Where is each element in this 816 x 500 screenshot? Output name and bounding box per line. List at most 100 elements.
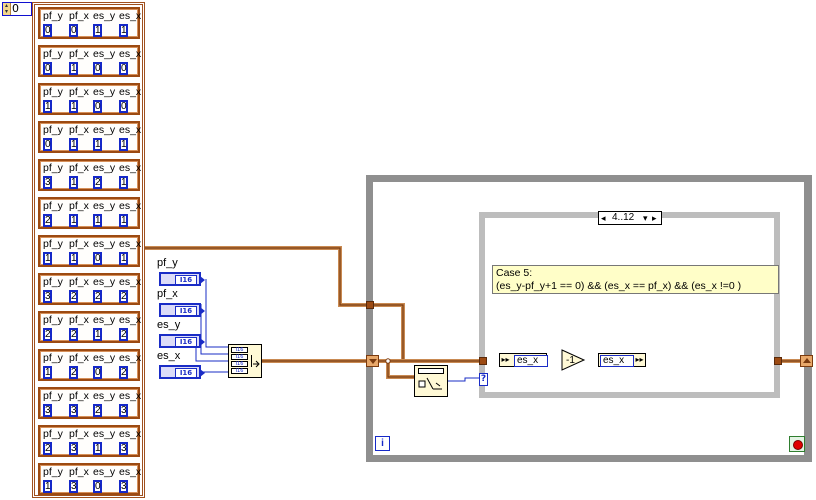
- cluster-numeric-value[interactable]: 2: [69, 290, 78, 303]
- cluster-numeric-value[interactable]: 1: [69, 252, 78, 265]
- cluster-numeric-value[interactable]: 1: [43, 100, 52, 113]
- cluster-field-label: es_x: [119, 314, 142, 326]
- cluster-numeric-value[interactable]: 3: [119, 442, 128, 455]
- cluster-numeric-value[interactable]: 3: [43, 290, 52, 303]
- i16-type-badge: I16: [175, 368, 197, 378]
- cluster-numeric-value[interactable]: 0: [93, 100, 102, 113]
- cluster-numeric-value[interactable]: 2: [43, 328, 52, 341]
- cluster-numeric-value[interactable]: 1: [119, 252, 128, 265]
- cluster-numeric-value[interactable]: 0: [119, 62, 128, 75]
- cluster-numeric-value[interactable]: 1: [119, 24, 128, 37]
- case-input-tunnel[interactable]: [479, 357, 487, 365]
- cluster-numeric-value[interactable]: 0: [43, 62, 52, 75]
- cluster-numeric-value[interactable]: 1: [93, 214, 102, 227]
- cluster-field-label: pf_x: [69, 162, 89, 174]
- cluster-numeric-value[interactable]: 3: [69, 404, 78, 417]
- output-arrow-icon: [200, 276, 205, 284]
- cluster-numeric-value[interactable]: 0: [43, 138, 52, 151]
- cluster-numeric-value[interactable]: 1: [119, 138, 128, 151]
- cluster-field-label: pf_y: [43, 238, 63, 250]
- cluster-numeric-value[interactable]: 1: [93, 442, 102, 455]
- cluster-numeric-value[interactable]: 1: [93, 138, 102, 151]
- cluster-numeric-value[interactable]: 1: [69, 100, 78, 113]
- cluster-numeric-value[interactable]: 0: [69, 24, 78, 37]
- i16-constant[interactable]: I16: [159, 303, 205, 317]
- cluster-numeric-value[interactable]: 1: [69, 214, 78, 227]
- cluster-numeric-value[interactable]: 1: [69, 62, 78, 75]
- i16-constant[interactable]: I16: [159, 272, 205, 286]
- bundle-by-name-node[interactable]: I16 I16 I16 I16: [228, 344, 262, 378]
- select-node[interactable]: [414, 365, 448, 397]
- constant-label: pf_x: [157, 288, 178, 300]
- shift-register-right[interactable]: [800, 355, 813, 367]
- cluster-numeric-value[interactable]: 1: [69, 176, 78, 189]
- cluster-numeric-value[interactable]: 1: [93, 328, 102, 341]
- prev-case-icon[interactable]: ◂: [601, 213, 606, 223]
- constant-label: es_x: [157, 350, 181, 362]
- cluster-numeric-value[interactable]: 3: [69, 442, 78, 455]
- cluster-field-label: pf_y: [43, 428, 63, 440]
- cluster-numeric-value[interactable]: 2: [93, 404, 102, 417]
- arrow-down-icon: [369, 359, 377, 364]
- cluster-numeric-value[interactable]: 0: [93, 480, 102, 493]
- increment-decrement-icon[interactable]: ▴▾: [3, 3, 11, 15]
- unbundle-by-name-node[interactable]: ▸▸ es_x: [499, 353, 548, 367]
- cluster-field-label: es_y: [93, 276, 116, 288]
- shift-register-left[interactable]: [366, 355, 379, 367]
- cluster-numeric-value[interactable]: 0: [43, 24, 52, 37]
- cluster-numeric-value[interactable]: 2: [43, 214, 52, 227]
- cluster-numeric-value[interactable]: 1: [119, 176, 128, 189]
- case-selector-label[interactable]: ◂ 4..12 ▾ ▸: [598, 211, 662, 225]
- cluster-numeric-value[interactable]: 1: [43, 252, 52, 265]
- loop-condition-terminal[interactable]: [789, 436, 805, 452]
- cluster-numeric-value[interactable]: 1: [119, 214, 128, 227]
- cluster-numeric-value[interactable]: 2: [93, 176, 102, 189]
- cluster-numeric-value[interactable]: 1: [93, 24, 102, 37]
- cluster-numeric-value[interactable]: 2: [93, 290, 102, 303]
- cluster-numeric-value[interactable]: 3: [119, 480, 128, 493]
- cluster-numeric-value[interactable]: 1: [43, 480, 52, 493]
- cluster-field-label: pf_y: [43, 48, 63, 60]
- case-output-tunnel[interactable]: [774, 357, 782, 365]
- cluster-numeric-value[interactable]: 2: [43, 442, 52, 455]
- case-selector-terminal[interactable]: ?: [479, 373, 488, 386]
- dropdown-icon[interactable]: ▾: [643, 213, 648, 223]
- cluster-numeric-value[interactable]: 0: [93, 366, 102, 379]
- cluster-numeric-value[interactable]: 3: [69, 480, 78, 493]
- while-loop-structure[interactable]: [366, 175, 812, 462]
- cluster-numeric-value[interactable]: 0: [119, 100, 128, 113]
- i16-constant[interactable]: I16: [159, 334, 205, 348]
- next-case-icon[interactable]: ▸: [652, 213, 657, 223]
- i16-constant[interactable]: I16: [159, 365, 205, 379]
- cluster-numeric-value[interactable]: 2: [69, 328, 78, 341]
- loop-input-tunnel[interactable]: [366, 301, 374, 309]
- bundle-by-name-output-node[interactable]: es_x ▸▸: [598, 353, 646, 367]
- cluster-numeric-value[interactable]: 3: [43, 404, 52, 417]
- decrement-node[interactable]: -1: [560, 348, 586, 372]
- cluster-numeric-value[interactable]: 2: [119, 328, 128, 341]
- cluster-numeric-value[interactable]: 1: [69, 138, 78, 151]
- cluster-numeric-value[interactable]: 0: [93, 252, 102, 265]
- cluster-numeric-value[interactable]: 0: [93, 62, 102, 75]
- cluster-numeric-value[interactable]: 2: [119, 366, 128, 379]
- array-index-control[interactable]: ▴▾ 0: [2, 2, 32, 16]
- cluster-numeric-value[interactable]: 3: [119, 404, 128, 417]
- cluster-numeric-value[interactable]: 1: [43, 366, 52, 379]
- cluster-numeric-value[interactable]: 2: [69, 366, 78, 379]
- cluster-numeric-value[interactable]: 2: [119, 290, 128, 303]
- cluster-numeric-value[interactable]: 3: [43, 176, 52, 189]
